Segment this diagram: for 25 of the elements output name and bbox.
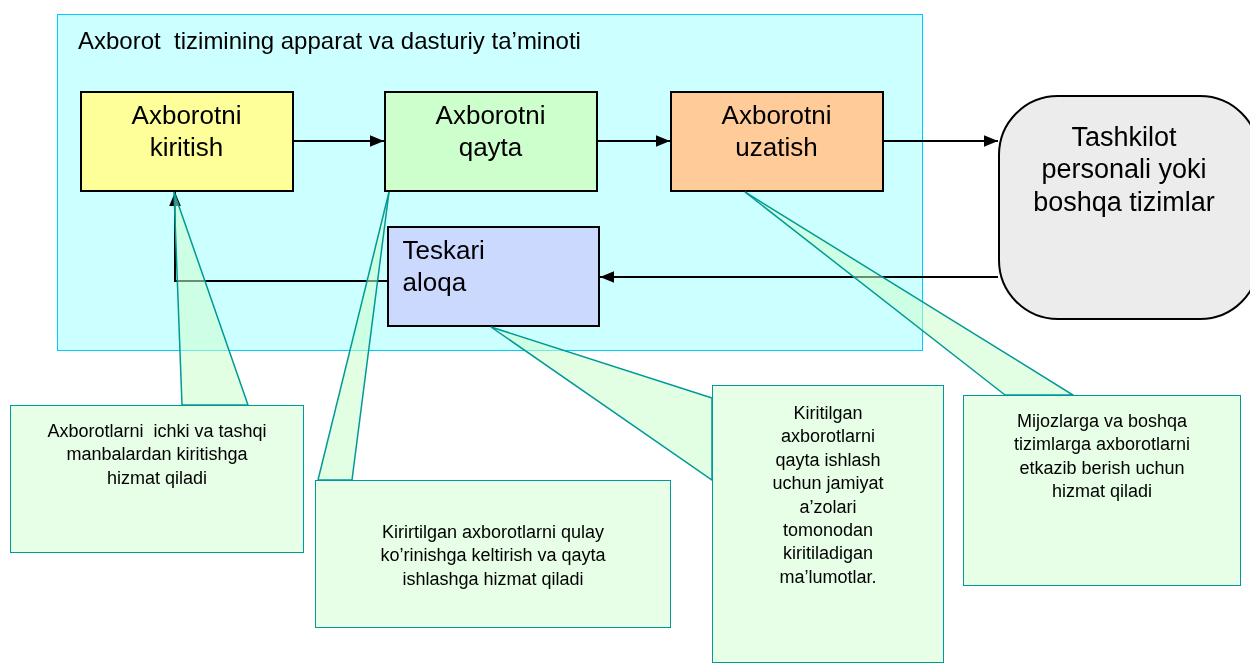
callout-text: Mijozlarga va boshqa tizimlarga axborotlarni etkazib berish uchun hizmat qiladi xyxy=(1012,410,1192,504)
box-label: Teskari aloqa xyxy=(402,233,486,299)
arrow xyxy=(293,135,385,147)
process-box xyxy=(386,225,600,327)
system-panel xyxy=(57,14,923,351)
box-label: Axborotni uzatish xyxy=(720,98,833,164)
arrow xyxy=(169,191,388,282)
process-box xyxy=(383,90,598,192)
callout-text: Axborotlarni ichki va tashqi manbalardan kiritishga hizmat qiladi xyxy=(46,420,268,490)
process-box xyxy=(669,90,884,192)
callout-text: Kiritilgan axborotlarni qayta ishlash uchun jamiyat a’zolari tomonodan kiritiladigan ma’lumotlar. xyxy=(771,402,885,589)
callout-box xyxy=(315,480,671,628)
box-label: Tashkilot personali yoki boshqa tizimlar xyxy=(1032,121,1216,219)
callout-box xyxy=(712,385,944,663)
arrow xyxy=(597,135,671,147)
rounded-box xyxy=(998,95,1250,320)
arrow xyxy=(599,271,999,283)
arrow xyxy=(883,135,999,147)
process-box xyxy=(79,90,294,192)
callout-box xyxy=(10,405,304,553)
callout-text: Kirirtilgan axborotlarni qulay ko’rinishga keltirish va qayta ishlashga hizmat qiladi xyxy=(379,521,607,591)
panel-title: Axborot tizimining apparat va dasturiy ta’minoti xyxy=(78,27,582,55)
box-label: Axborotni qayta xyxy=(434,98,547,164)
callout-box xyxy=(963,395,1241,586)
box-label: Axborotni kiritish xyxy=(130,98,243,164)
